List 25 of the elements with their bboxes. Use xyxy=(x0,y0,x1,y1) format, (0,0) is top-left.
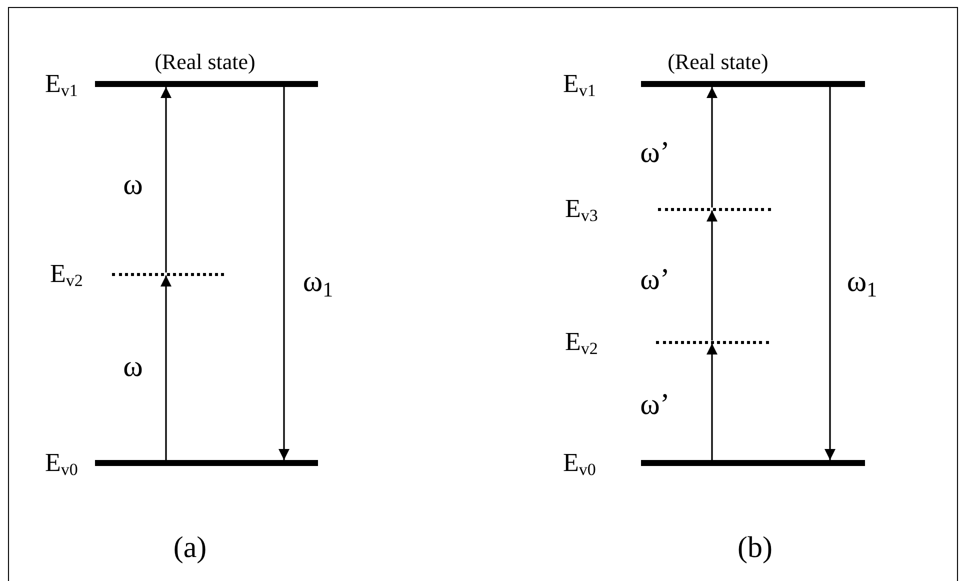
level-label: E$_{v3}$ xyxy=(565,193,598,225)
transition-arrow xyxy=(706,87,718,208)
transition-arrow xyxy=(824,87,836,460)
edge-label: ω$_{1}$ xyxy=(302,267,334,297)
transition-arrow xyxy=(278,87,290,460)
level-label: E$_{v0}$ xyxy=(45,447,78,479)
edge-label: ω xyxy=(123,352,143,382)
transition-arrow xyxy=(706,210,718,340)
edge-label: ω’ xyxy=(640,265,670,295)
state-caption: (Real state) xyxy=(154,51,256,73)
state-caption: (Real state) xyxy=(668,51,768,73)
level-label: E$_{v2}$ xyxy=(565,326,598,358)
level-label: E$_{v1}$ xyxy=(563,68,596,100)
edge-label: ω’ xyxy=(640,138,670,168)
level-label: E$_{v2}$ xyxy=(50,258,83,290)
level-label: E$_{v1}$ xyxy=(45,68,78,100)
level-label: E$_{v0}$ xyxy=(563,447,596,479)
edge-label: ω xyxy=(123,170,143,200)
transition-arrow xyxy=(160,276,172,460)
edge-label: ω$_{1}$ xyxy=(846,267,878,297)
transition-arrow xyxy=(160,87,172,272)
edge-label: ω’ xyxy=(640,390,670,420)
panel-label: (a) xyxy=(173,533,207,563)
transition-arrow xyxy=(706,344,718,460)
panel-label: (b) xyxy=(738,533,772,563)
